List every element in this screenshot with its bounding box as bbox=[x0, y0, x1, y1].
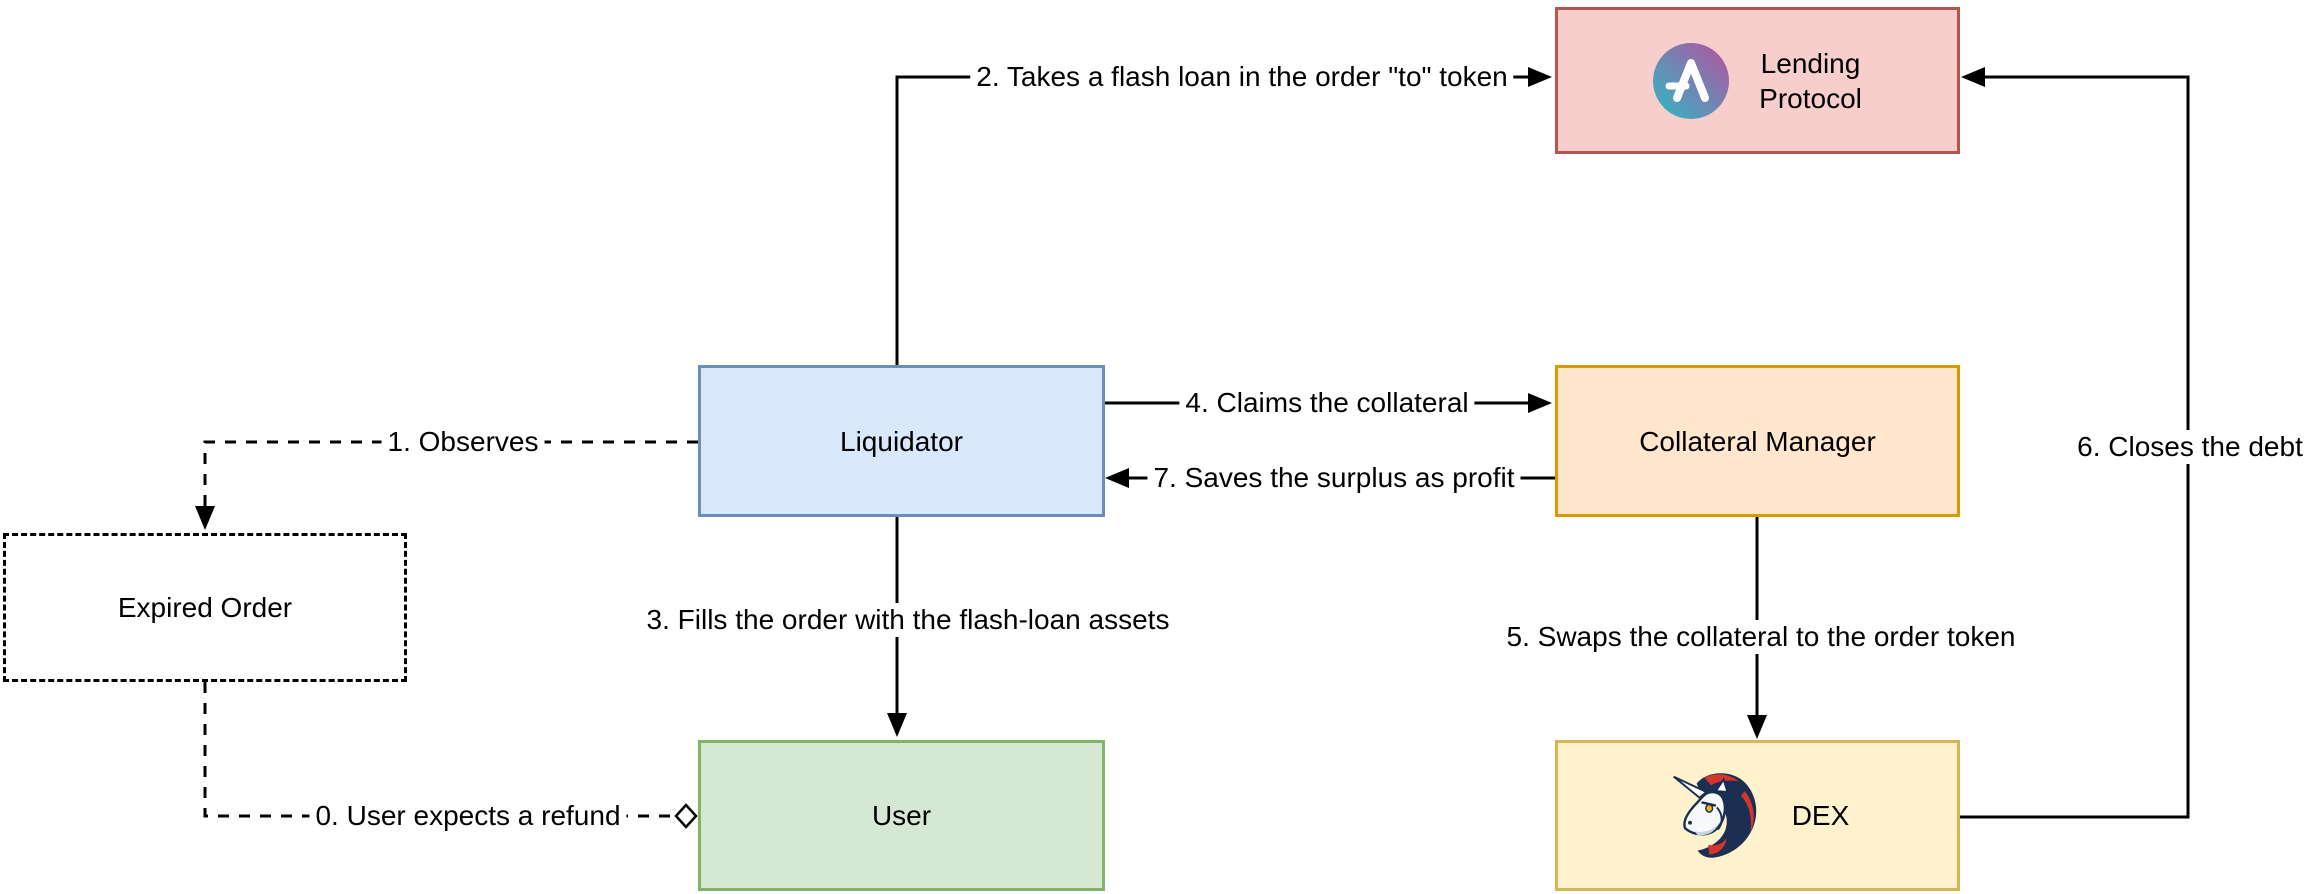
node-expired-order: Expired Order bbox=[3, 533, 407, 682]
edge-label-fills-order: 3. Fills the order with the flash-loan a… bbox=[640, 603, 1176, 637]
edge-label-saves-surplus: 7. Saves the surplus as profit bbox=[1147, 461, 1521, 495]
edge-0-diamond-marker bbox=[674, 803, 698, 829]
edge-label-claims-collateral: 4. Claims the collateral bbox=[1179, 386, 1475, 420]
aave-logo-icon bbox=[1653, 42, 1730, 119]
node-label-expired-order: Expired Order bbox=[117, 592, 293, 623]
edge-7-arrowhead bbox=[1105, 468, 1129, 488]
edge-6-arrowhead bbox=[1961, 67, 1985, 87]
edge-0-line bbox=[203, 682, 676, 818]
edge-label-user-expects-refund: 0. User expects a refund bbox=[309, 799, 627, 833]
node-lending-protocol: Lending Protocol bbox=[1555, 7, 1960, 154]
edge-label-takes-flash-loan: 2. Takes a flash loan in the order "to" … bbox=[970, 60, 1514, 94]
edge-3-arrowhead bbox=[887, 713, 907, 737]
edge-label-closes-debt: 6. Closes the debt bbox=[2071, 430, 2304, 464]
edge-5-arrowhead bbox=[1747, 715, 1767, 739]
node-label-dex: DEX bbox=[1791, 800, 1850, 831]
1inch-unicorn-logo-icon bbox=[1672, 772, 1756, 858]
edge-4-arrowhead bbox=[1528, 393, 1552, 413]
node-label-collateral-manager: Collateral Manager bbox=[1639, 425, 1876, 457]
edge-label-observes: 1. Observes bbox=[381, 425, 545, 459]
node-label-user: User bbox=[871, 800, 932, 831]
edge-1-line bbox=[203, 440, 698, 506]
node-label-liquidator: Liquidator bbox=[840, 425, 963, 457]
edge-2-arrowhead bbox=[1528, 67, 1552, 87]
node-collateral-manager: Collateral Manager bbox=[1555, 365, 1960, 517]
node-liquidator: Liquidator bbox=[698, 365, 1105, 517]
edge-1-arrowhead bbox=[195, 506, 215, 530]
node-label-lending-protocol: Lending Protocol bbox=[1759, 47, 1862, 114]
edge-2-line bbox=[895, 75, 1528, 365]
node-user: User bbox=[698, 740, 1105, 891]
node-dex: DEX bbox=[1555, 740, 1960, 891]
edge-label-swaps-collateral: 5. Swaps the collateral to the order tok… bbox=[1500, 620, 2022, 654]
